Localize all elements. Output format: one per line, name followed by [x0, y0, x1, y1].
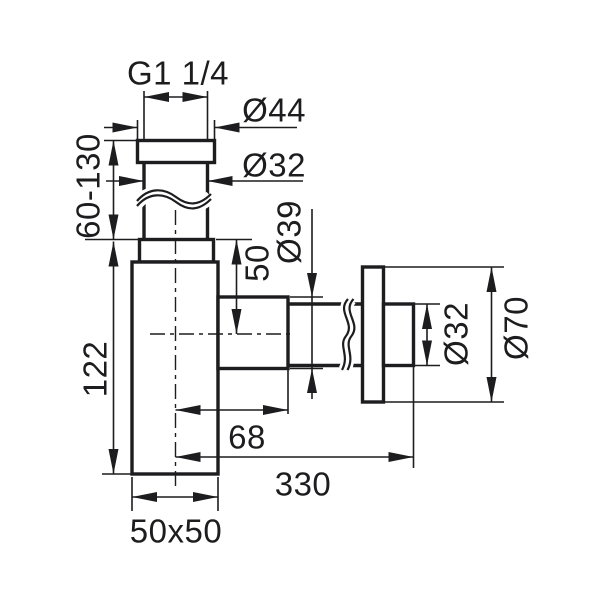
dim-body-footprint	[131, 477, 219, 511]
outlet-break-mask	[338, 294, 359, 374]
wall-flange-shape	[360, 265, 386, 404]
dim-inlet-height-range	[85, 139, 142, 241]
dim-outlet-horizontal-offset	[175, 370, 289, 415]
dim-flange-diameter	[385, 266, 504, 403]
dim-outlet-nut-diameter	[290, 209, 323, 399]
dim-outlet-total-length	[175, 367, 415, 468]
inlet-break-wave-1	[136, 189, 212, 205]
label-body-height: 122	[77, 341, 114, 398]
dim-body-height	[102, 241, 131, 475]
label-inlet-height-range: 60-130	[70, 133, 107, 239]
inlet-break-wave-2	[136, 194, 212, 210]
dim-thread-size	[143, 91, 209, 140]
label-inlet-nut-diameter: Ø44	[242, 92, 306, 129]
outlet-break-wave-2	[346, 298, 356, 371]
dimension-lines	[85, 91, 504, 511]
dim-inlet-nut-diameter	[104, 120, 297, 140]
inlet-break-mask	[132, 186, 216, 213]
label-thread-size: G1 1/4	[127, 55, 229, 92]
centerlines	[150, 210, 292, 488]
label-outlet-horizontal-offset: 68	[228, 419, 266, 456]
label-outlet-pipe-diameter: Ø32	[438, 302, 475, 366]
pipe-break-symbols	[132, 186, 359, 374]
dim-outlet-pipe-diameter	[415, 303, 440, 367]
outlet-break-wave-1	[341, 298, 350, 371]
dim-inlet-depth	[216, 238, 252, 334]
inlet-nut-shape	[135, 138, 217, 165]
siphon-outline	[130, 138, 416, 476]
outlet-nut-shape	[216, 295, 290, 371]
body-top-nut-shape	[137, 237, 216, 264]
label-outlet-nut-diameter: Ø39	[271, 200, 308, 264]
label-inlet-depth: 50	[239, 244, 276, 282]
label-inlet-pipe-diameter: Ø32	[242, 147, 306, 184]
label-outlet-total-length: 330	[275, 466, 332, 503]
dimension-labels: G1 1/4 Ø44 Ø32 60-130 122 50 Ø39 Ø32 Ø70…	[70, 55, 535, 550]
outlet-stub-shape	[381, 302, 416, 368]
label-flange-diameter: Ø70	[498, 296, 535, 360]
label-body-footprint: 50x50	[130, 513, 222, 550]
